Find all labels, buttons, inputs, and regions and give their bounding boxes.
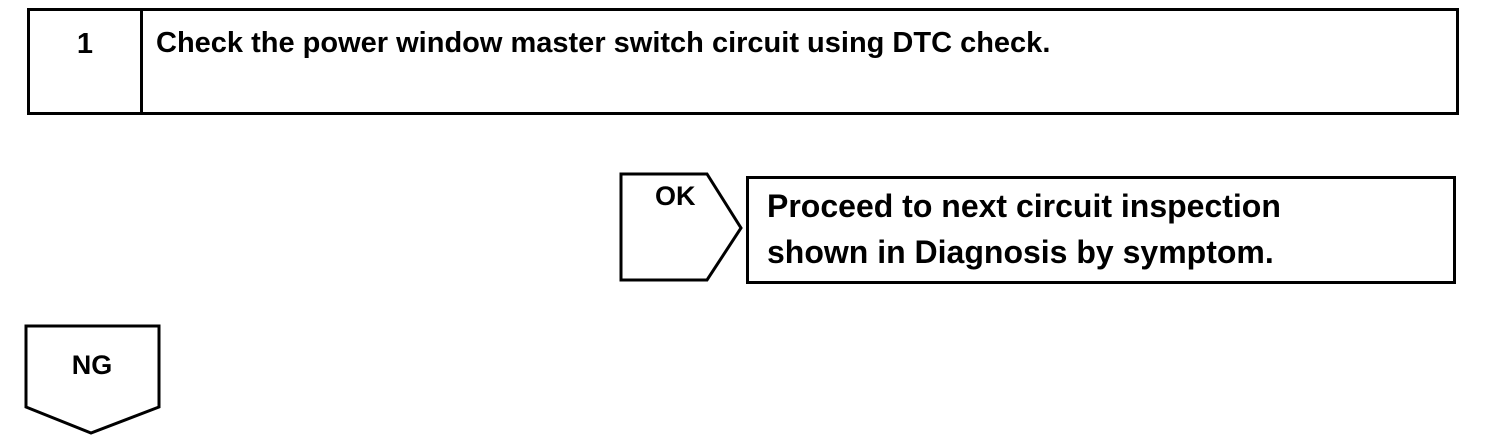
ok-result-box: Proceed to next circuit inspection shown… [746, 176, 1456, 284]
step-instruction: Check the power window master switch cir… [156, 27, 1051, 59]
step-number-cell: 1 [30, 11, 143, 112]
step-number: 1 [76, 28, 94, 60]
ok-result-line-2: shown in Diagnosis by symptom. [767, 234, 1274, 270]
ng-label: NG [71, 350, 113, 380]
ng-arrow-shape [24, 324, 161, 435]
ok-label: OK [655, 181, 696, 211]
ok-arrow-shape [619, 172, 743, 282]
ok-result-line-1: Proceed to next circuit inspection [767, 188, 1281, 224]
step-box: 1 Check the power window master switch c… [27, 8, 1459, 115]
